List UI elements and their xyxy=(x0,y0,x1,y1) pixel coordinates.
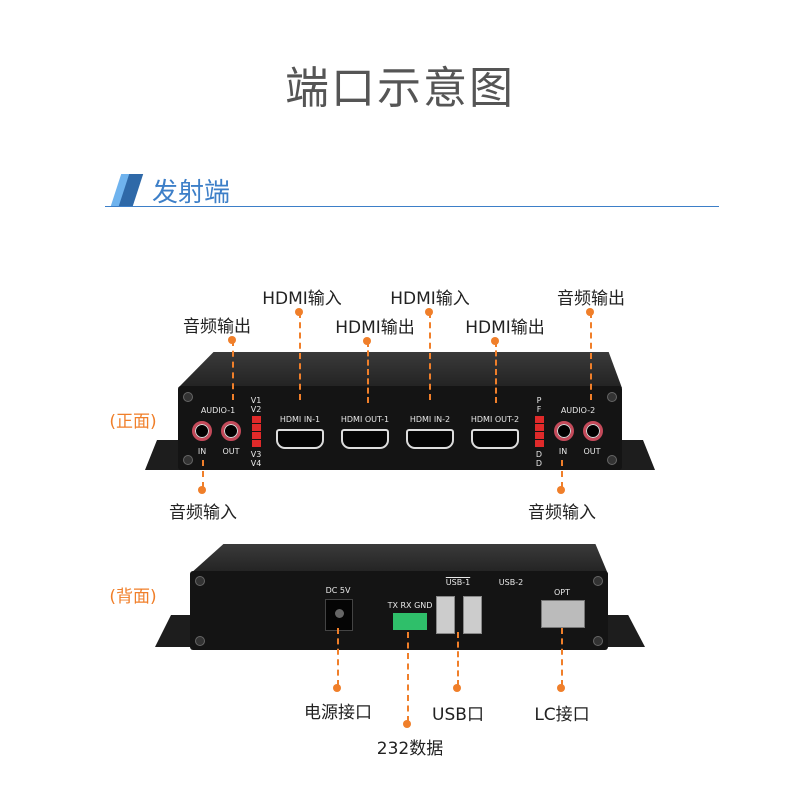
callout-lc: LC接口 xyxy=(534,705,590,725)
opt-label: OPT xyxy=(553,588,571,597)
usb-port xyxy=(463,596,482,634)
callout-audio-in-1: 音频输入 xyxy=(169,503,237,523)
section-divider xyxy=(105,206,719,207)
back-side-label: (背面) xyxy=(109,587,157,607)
callout-hdmi-in-1: HDMI输入 xyxy=(262,289,342,309)
page-title: 端口示意图 xyxy=(285,63,515,114)
hdmi-in2-port xyxy=(406,429,454,449)
hdmi-out2-label: HDMI OUT-2 xyxy=(470,415,520,424)
in-label: IN xyxy=(197,447,207,456)
hdmi-in1-port xyxy=(276,429,324,449)
audio2-label: AUDIO-2 xyxy=(560,406,596,415)
v2-label: V2 xyxy=(250,405,262,414)
dc-port xyxy=(325,599,353,631)
usb1-label: USB-1 xyxy=(445,578,471,587)
callout-audio-out-2: 音频输出 xyxy=(557,289,625,309)
audio2-in-jack xyxy=(554,421,574,441)
audio2-out-jack xyxy=(583,421,603,441)
callout-power: 电源接口 xyxy=(304,703,372,723)
audio1-in-jack xyxy=(192,421,212,441)
serial-label: TX RX GND xyxy=(387,601,433,610)
out-label: OUT xyxy=(222,447,240,456)
optical-port xyxy=(541,600,585,628)
hdmi-in2-label: HDMI IN-2 xyxy=(409,415,451,424)
hdmi-in1-label: HDMI IN-1 xyxy=(279,415,321,424)
audio1-label: AUDIO-1 xyxy=(200,406,236,415)
v3-label: V3 xyxy=(250,450,262,459)
usb2-label: USB-2 xyxy=(498,578,524,587)
video-leds xyxy=(252,416,261,448)
callout-hdmi-in-2: HDMI输入 xyxy=(390,289,470,309)
callout-audio-in-2: 音频输入 xyxy=(528,503,596,523)
v1-label: V1 xyxy=(250,396,262,405)
callout-hdmi-out-2: HDMI输出 xyxy=(465,318,545,338)
status-leds xyxy=(535,416,544,448)
callout-usb: USB口 xyxy=(432,705,484,725)
front-side-label: (正面) xyxy=(109,412,157,432)
hdmi-out2-port xyxy=(471,429,519,449)
audio1-out-jack xyxy=(221,421,241,441)
callout-audio-out-1: 音频输出 xyxy=(183,317,251,337)
out-label: OUT xyxy=(583,447,601,456)
section-title: 发射端 xyxy=(152,178,231,208)
serial-terminal xyxy=(393,613,427,630)
in-label: IN xyxy=(558,447,568,456)
v4-label: V4 xyxy=(250,459,262,468)
f-label: F xyxy=(536,405,542,414)
callout-hdmi-out-1: HDMI输出 xyxy=(335,318,415,338)
hdmi-out1-port xyxy=(341,429,389,449)
usb-port xyxy=(436,596,455,634)
d-label: D xyxy=(535,450,543,459)
d-label: D xyxy=(535,459,543,468)
dc-label: DC 5V xyxy=(325,586,351,595)
hdmi-out1-label: HDMI OUT-1 xyxy=(340,415,390,424)
p-label: P xyxy=(536,396,542,405)
callout-rs232: 232数据 xyxy=(376,739,444,759)
